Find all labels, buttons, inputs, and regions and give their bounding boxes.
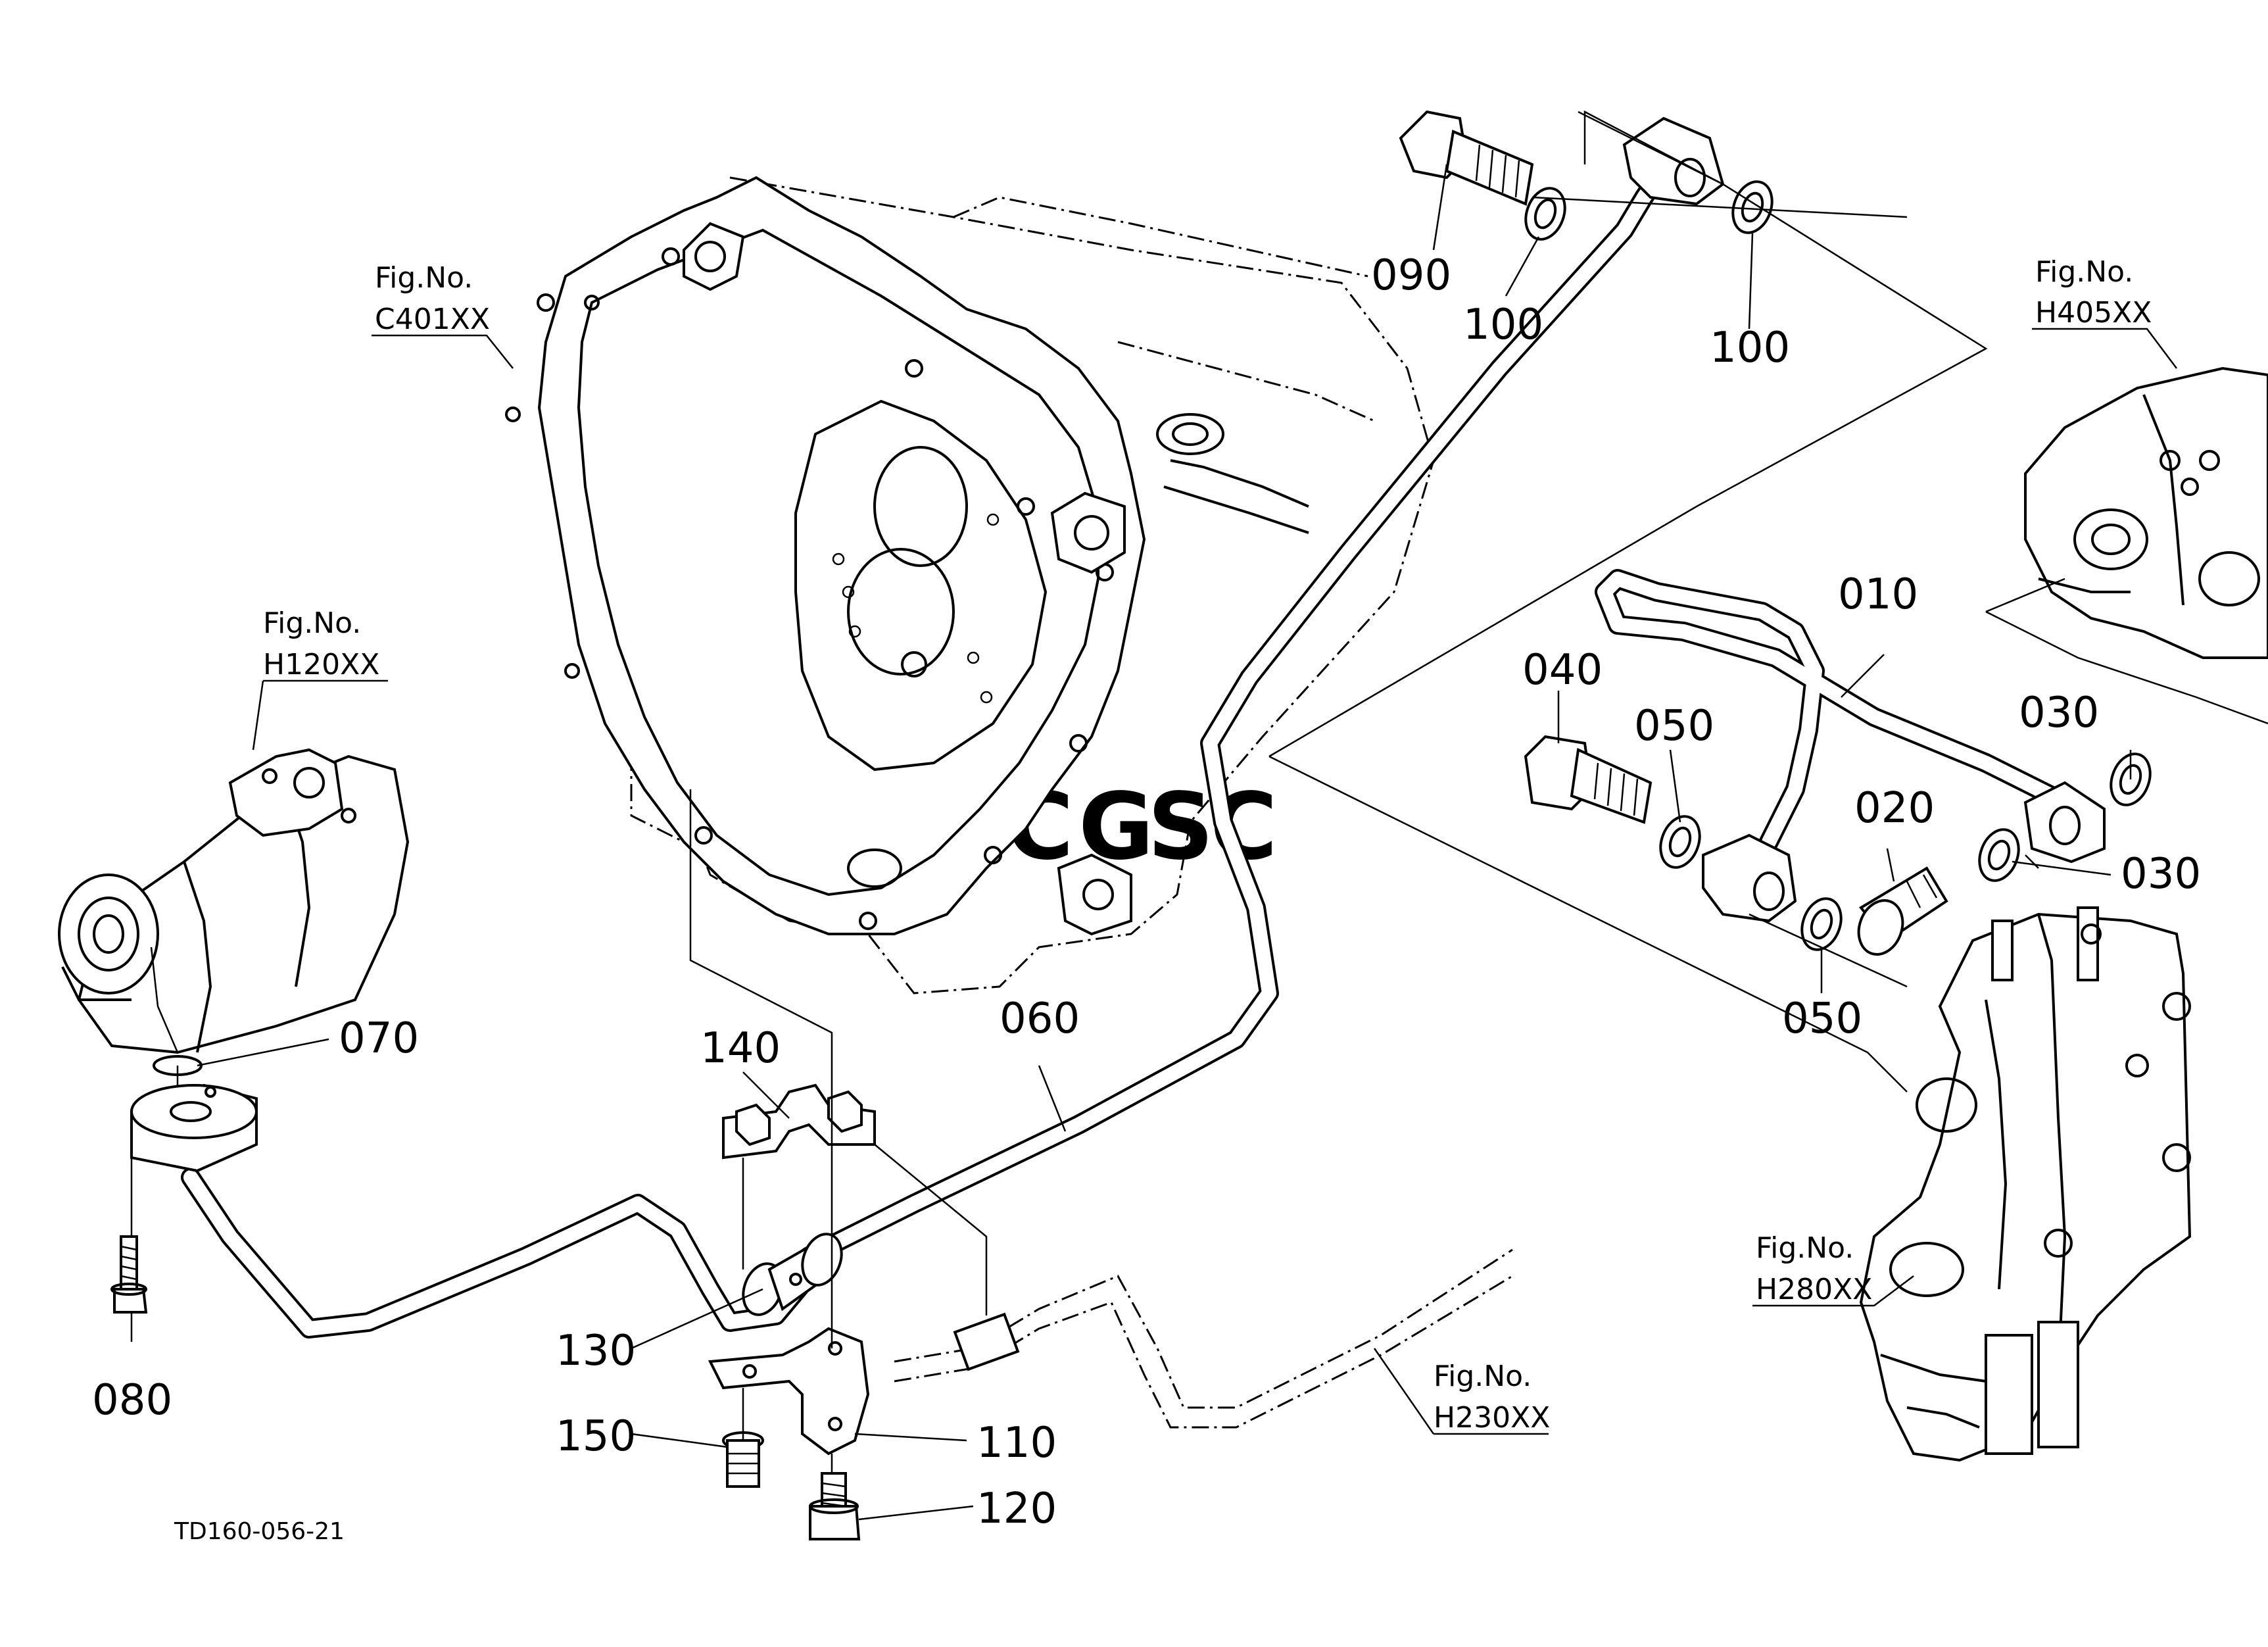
fig-ref-h280xx[interactable]: Fig.No. H280XX: [1756, 1231, 1872, 1306]
callout-020[interactable]: 020: [1854, 784, 1935, 833]
callout-060[interactable]: 060: [1000, 995, 1080, 1043]
hydraulic-pump: [58, 748, 410, 1054]
fig-ref-code: H120XX: [263, 648, 379, 681]
control-valve: [1859, 906, 2192, 1462]
transmission-housing: [505, 176, 1435, 995]
fig-ref-title: Fig.No.: [2035, 255, 2133, 289]
fig-ref-title: Fig.No.: [1756, 1231, 1854, 1265]
callout-090[interactable]: 090: [1371, 251, 1451, 300]
fig-ref-title: Fig.No.: [1434, 1360, 1532, 1393]
callout-050[interactable]: 050: [1782, 995, 1862, 1043]
callout-100[interactable]: 100: [1463, 301, 1543, 349]
part-100-washer-a: [1524, 187, 1566, 241]
fig-ref-h120xx[interactable]: Fig.No. H120XX: [263, 606, 379, 681]
part-110-bracket: [708, 1327, 870, 1456]
fig-ref-title: Fig.No.: [375, 261, 473, 295]
part-callouts: 010 020 030 030 040 050 050 060 070 080 …: [92, 251, 2201, 1533]
part-030-washer-a: [1978, 828, 2020, 882]
fig-ref-title: Fig.No.: [263, 606, 361, 640]
part-100-washer-b: [1731, 180, 1773, 234]
callout-140[interactable]: 140: [700, 1024, 781, 1073]
part-020-bolt: [1857, 866, 1948, 956]
assembly-lines: [130, 110, 2039, 1473]
pipe-060: [799, 168, 1667, 1266]
part-040-banjo-bolt: [1524, 735, 1653, 824]
part-050-washer-a: [1659, 815, 1701, 869]
fig-ref-code: H405XX: [2035, 296, 2152, 330]
flange-adaptor: [130, 1083, 258, 1173]
return-line-dashed: [894, 1248, 1513, 1429]
fig-ref-code: C401XX: [375, 303, 490, 336]
part-090-banjo-bolt: [1399, 110, 1534, 206]
part-140-clamp: [722, 1083, 876, 1160]
drawing-code: TD160-056-21: [174, 1518, 345, 1545]
callout-030[interactable]: 030: [2121, 850, 2201, 898]
callout-030[interactable]: 030: [2019, 689, 2099, 737]
callout-050[interactable]: 050: [1634, 702, 1714, 750]
banjo-fitting-060: [1622, 116, 1725, 206]
watermark-letter-3: S: [1147, 774, 1214, 881]
callout-110[interactable]: 110: [977, 1419, 1057, 1467]
callout-100[interactable]: 100: [1710, 324, 1790, 372]
part-120-bolt: [809, 1472, 861, 1540]
fig-ref-code: H230XX: [1434, 1401, 1550, 1435]
fig-ref-h230xx[interactable]: Fig.No. H230XX: [1434, 1360, 1550, 1435]
leader-lines: [130, 164, 2177, 1521]
banjo-fitting-010-lower: [1702, 833, 1797, 923]
valve-block-upper: [1985, 366, 2268, 725]
part-080-bolt: [110, 1235, 148, 1314]
callout-040[interactable]: 040: [1522, 646, 1603, 695]
fig-ref-c401xx[interactable]: Fig.No. C401XX: [375, 261, 490, 336]
callout-070[interactable]: 070: [339, 1014, 419, 1063]
callout-150[interactable]: 150: [556, 1412, 636, 1461]
callout-010[interactable]: 010: [1838, 570, 1918, 619]
banjo-fitting-010-upper: [2023, 781, 2106, 864]
callout-120[interactable]: 120: [977, 1485, 1057, 1533]
part-150-bolt: [722, 1431, 764, 1488]
fig-ref-h405xx[interactable]: Fig.No. H405XX: [2035, 255, 2152, 330]
fig-ref-code: H280XX: [1756, 1273, 1872, 1306]
pipe-suction: [181, 1168, 819, 1339]
callout-130[interactable]: 130: [556, 1327, 636, 1375]
part-050-washer-b: [1800, 897, 1843, 951]
callout-080[interactable]: 080: [92, 1376, 172, 1425]
